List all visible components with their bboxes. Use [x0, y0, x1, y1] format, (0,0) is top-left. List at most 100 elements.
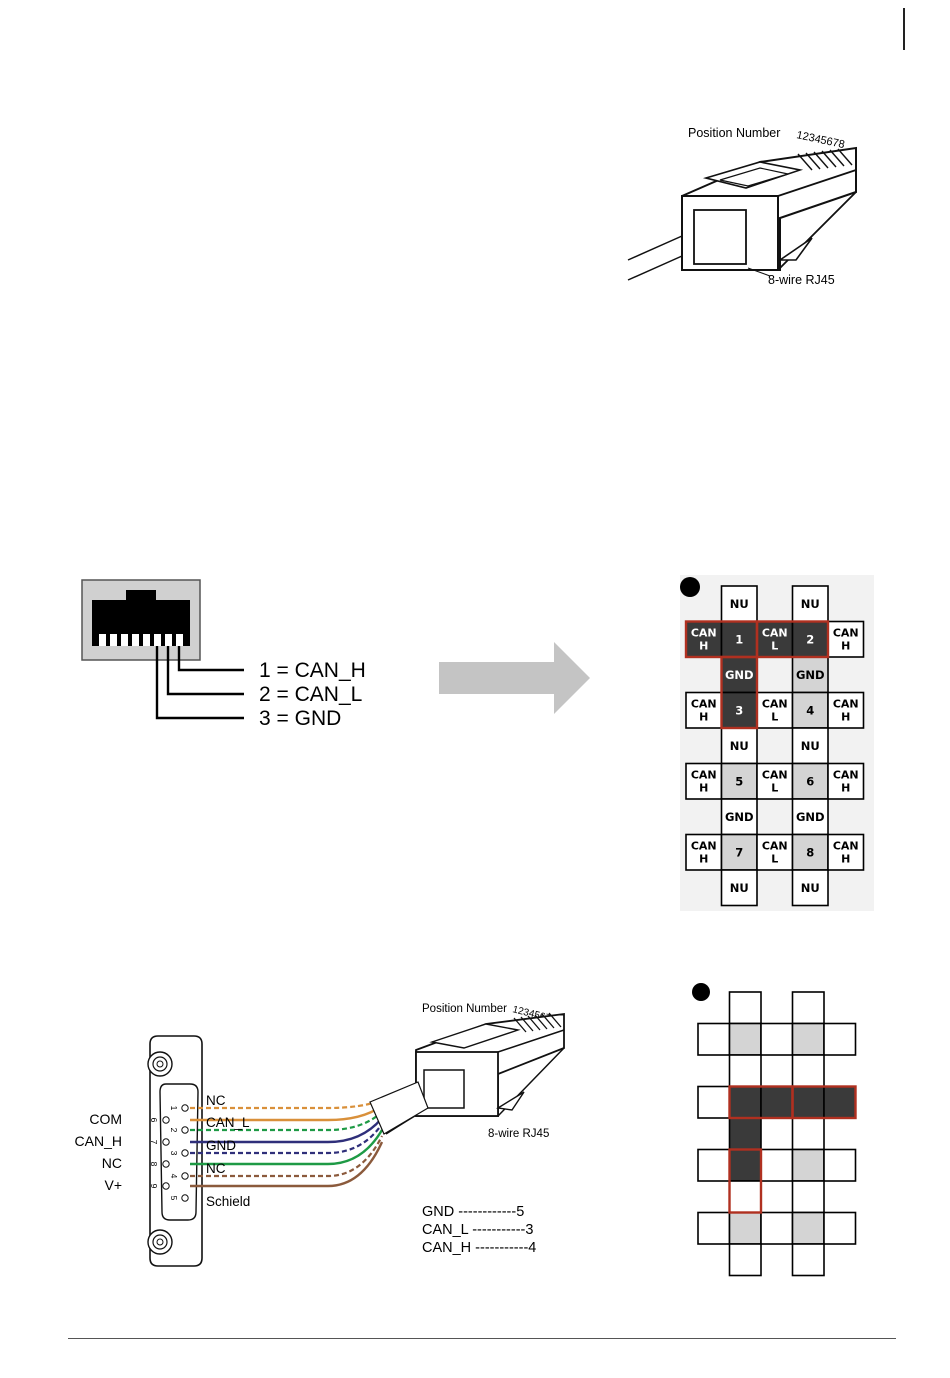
grid-cell: [823, 1085, 857, 1119]
grid-cell-label: H: [699, 853, 708, 866]
grid-cell: [791, 1085, 825, 1119]
grid-cell-label: H: [841, 853, 850, 866]
dsub-pin: [162, 1160, 170, 1168]
mapping-can-h: CAN_H -----------4: [422, 1240, 536, 1256]
grid-cell: [760, 1148, 794, 1182]
grid-cell-label: GND: [725, 810, 754, 824]
grid-cell: [791, 1180, 825, 1214]
dsub-pin-number: 8: [149, 1162, 159, 1167]
grid-cell: [791, 1117, 825, 1151]
grid-cell: [791, 798, 829, 836]
dsub-pin: [162, 1182, 170, 1190]
grid-cell-label: 7: [735, 845, 743, 859]
header-vertical-rule: [903, 8, 905, 50]
grid-cell-label: CAN: [691, 627, 717, 640]
pin1-label: 1 = CAN_H: [259, 659, 366, 682]
grid-cell-label: H: [699, 711, 708, 724]
grid-cell: [791, 1211, 825, 1245]
grid-cell-label: H: [699, 782, 708, 795]
grid-cell-label: CAN: [833, 840, 859, 853]
pin-numbers-label: 12345678: [795, 129, 845, 151]
mapping-can-l: CAN_L -----------3: [422, 1222, 533, 1238]
dsub-pin-number: 4: [169, 1174, 179, 1179]
highlight-box: [791, 1085, 857, 1120]
grid-cell-label: L: [771, 711, 778, 724]
grid-cell: [791, 869, 829, 907]
highlight-box: [728, 1148, 763, 1214]
dsub-pin-number: 1: [169, 1106, 179, 1111]
dsub-left-label: COM: [89, 1111, 122, 1127]
grid-cell: [720, 762, 758, 800]
grid-cell-label: H: [841, 640, 850, 653]
dsub-pin: [181, 1172, 189, 1180]
dsub-pin-number: 9: [149, 1184, 159, 1189]
dsub-pin: [181, 1149, 189, 1157]
grid-cell: [791, 585, 829, 623]
grid-cell: [697, 1022, 731, 1056]
grid-cell: [697, 1211, 731, 1245]
grid-cell-label: CAN: [691, 698, 717, 711]
wire-label: CAN_L: [206, 1115, 250, 1130]
right-arrow-icon: [439, 642, 590, 714]
wire: [190, 1123, 383, 1155]
grid-cell: [827, 691, 865, 729]
grid-cell-label: L: [771, 640, 778, 653]
grid-cell-label: 4: [806, 703, 814, 717]
grid-cell: [791, 833, 829, 871]
dsub-pin: [181, 1126, 189, 1134]
rj45-connector-label: 8-wire RJ45: [768, 273, 835, 287]
grid-cell: [791, 1148, 825, 1182]
grid-cell: [827, 620, 865, 658]
dsub-pin: [181, 1194, 189, 1202]
grid-cell-label: CAN: [762, 769, 788, 782]
dsub-pin-number: 7: [149, 1140, 159, 1145]
grid-cell-label: H: [841, 782, 850, 795]
dsub-pin: [162, 1138, 170, 1146]
grid-cell-label: H: [699, 640, 708, 653]
grid-cell-label: CAN: [691, 769, 717, 782]
dsub-left-label: NC: [102, 1155, 122, 1171]
marker-dot-icon: [692, 983, 710, 1001]
wire-label: GND: [206, 1138, 236, 1153]
marker-dot-icon: [680, 577, 700, 597]
dsub-left-label: V+: [104, 1177, 122, 1193]
grid-cell: [791, 691, 829, 729]
grid-cell: [728, 1117, 762, 1151]
grid-cell: [756, 833, 794, 871]
rj45-jack-pinout: 1 = CAN_H 2 = CAN_L 3 = GND: [81, 579, 366, 730]
grid-cell-label: 6: [806, 774, 814, 788]
dsub-pin-number: 3: [169, 1151, 179, 1156]
grid-cell: [791, 727, 829, 765]
grid-cell: [827, 833, 865, 871]
highlight-box: [720, 655, 759, 730]
grid-cell-label: H: [841, 711, 850, 724]
grid-cell: [756, 691, 794, 729]
grid-cell: [760, 1211, 794, 1245]
dsub-pin: [162, 1116, 170, 1124]
wire-label: NC: [206, 1093, 226, 1108]
grid-cell-label: CAN: [691, 840, 717, 853]
wire: [190, 1111, 383, 1132]
grid-cell-label: CAN: [833, 769, 859, 782]
grid-cell-label: NU: [730, 881, 749, 895]
grid-cell-label: L: [771, 853, 778, 866]
grid-cell: [827, 762, 865, 800]
grid-cell: [720, 620, 758, 658]
grid-cell: [791, 1054, 825, 1088]
rj45-plug-illustration-bottom: Position Number 12345678 8-wire RJ45: [369, 1003, 565, 1140]
grid-cell-label: NU: [730, 739, 749, 753]
dsub-pin: [181, 1104, 189, 1112]
grid-cell: [791, 1022, 825, 1056]
grid-cell: [760, 1085, 794, 1119]
grid-cell-label: NU: [801, 739, 820, 753]
grid-cell: [728, 1054, 762, 1088]
wire: [190, 1141, 384, 1188]
dsub-left-label: CAN_H: [75, 1133, 122, 1149]
grid-cell: [728, 991, 762, 1025]
position-number-label-bottom: Position Number: [422, 1003, 507, 1015]
grid-cell: [720, 798, 758, 836]
grid-cell-label: GND: [796, 810, 825, 824]
grid-cell: [728, 1022, 762, 1056]
grid-cell: [685, 833, 723, 871]
grid-cell: [791, 991, 825, 1025]
